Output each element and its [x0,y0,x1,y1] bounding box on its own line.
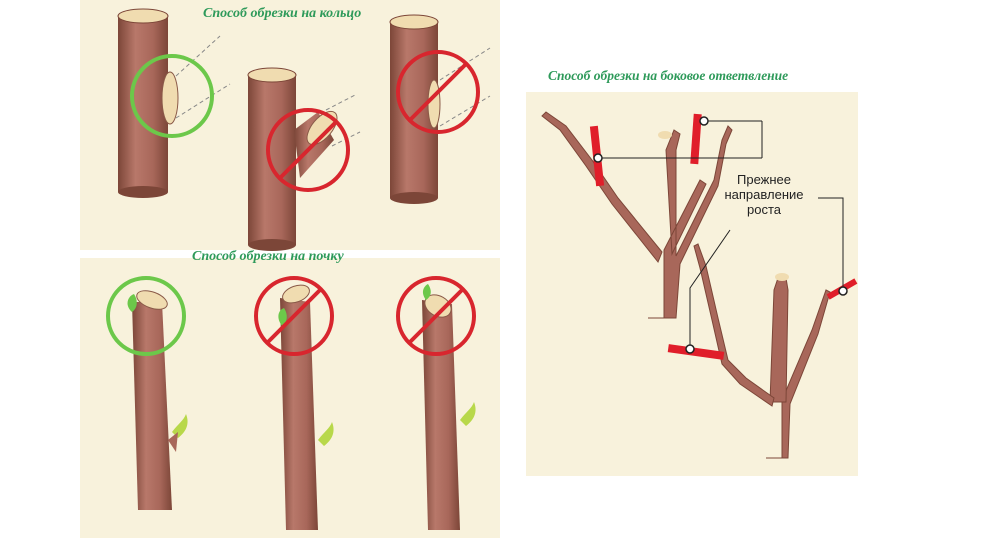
branch-tree-before [541,111,763,319]
bud-branch-wrong-high [254,276,334,530]
correct-ring-marker [130,54,214,138]
bud-branch-wrong-low [396,276,476,530]
previous-growth-direction-label: Прежнее направление роста [712,172,816,217]
label-line-1: Прежнее [737,172,791,187]
ring-trunk-wrong-stub [247,67,361,251]
label-line-2: направление [724,187,804,202]
label-line-3: роста [747,202,781,217]
ring-trunk-wrong-deep [389,14,491,204]
bud-title: Способ обрезки на почку [192,249,344,264]
branch-title: Способ обрезки на боковое ответвление [548,68,789,83]
correct-bud-marker [106,276,186,356]
branch-tree-after [667,197,858,459]
ring-trunk-correct [117,8,231,198]
ring-title: Способ обрезки на кольцо [203,6,362,21]
bud-branch-correct [106,276,188,510]
